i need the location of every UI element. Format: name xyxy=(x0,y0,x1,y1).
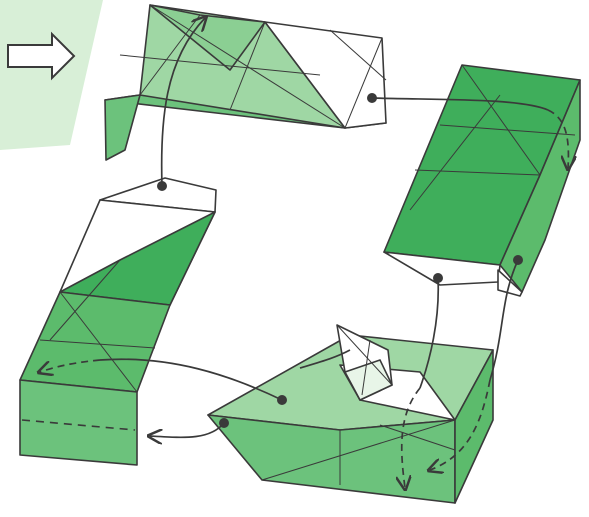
top-module-left-flap xyxy=(105,95,140,160)
bottom-module xyxy=(208,325,493,503)
dot-bottom-left xyxy=(219,418,229,428)
dot-left-module xyxy=(157,181,167,191)
dot-top-module xyxy=(367,93,377,103)
left-module-lower xyxy=(20,292,170,392)
dot-right-module xyxy=(433,273,443,283)
dot-bottom-top xyxy=(277,395,287,405)
top-module xyxy=(105,5,386,160)
connector-bottom-to-left-front xyxy=(150,423,224,437)
left-module xyxy=(20,178,216,465)
dot-right-tab xyxy=(513,255,523,265)
left-module-front xyxy=(20,380,137,465)
